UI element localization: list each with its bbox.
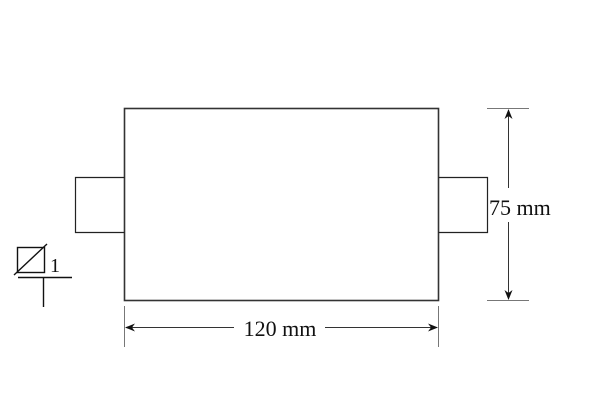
flatness-icon (16, 246, 46, 274)
right-shaft (438, 176, 489, 234)
left-shaft (74, 176, 125, 234)
height-label: 75 mm (489, 195, 551, 220)
height-dimension: 75 mm (489, 109, 551, 300)
tolerance-value: 1 (50, 255, 60, 277)
width-label: 120 mm (244, 316, 317, 341)
main-body (123, 107, 440, 302)
flatness-tolerance-symbol: 1 (13, 243, 72, 307)
width-dimension: 120 mm (125, 316, 438, 341)
